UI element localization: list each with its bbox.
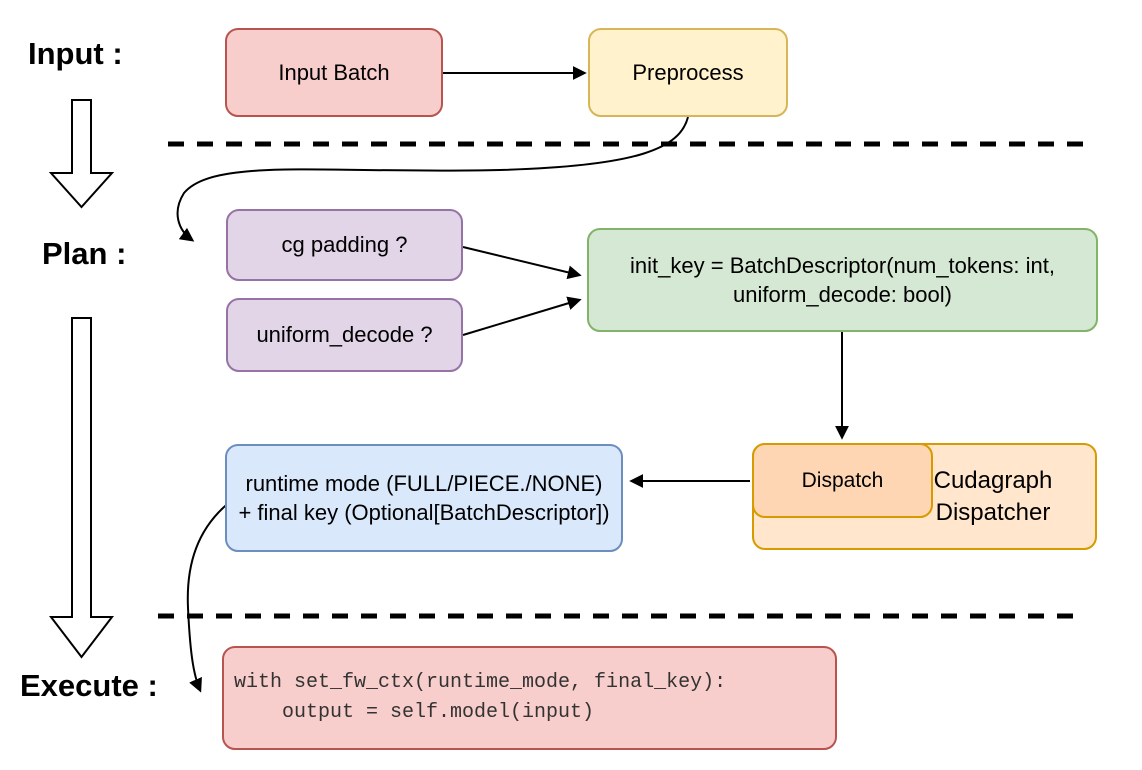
stage-label-execute: Execute : [20, 668, 158, 703]
node-runtime-result-line2: + final key (Optional[BatchDescriptor]) [238, 500, 610, 525]
node-cg-padding: cg padding ? [226, 209, 463, 281]
edge-uniformdecode-to-initkey [462, 296, 582, 336]
node-dispatch: Dispatch [752, 443, 933, 518]
stage-arrow-input-to-plan-icon [48, 99, 115, 209]
node-cudagraph-dispatcher-label: Cudagraph Dispatcher [933, 466, 1053, 526]
node-uniform-decode-label: uniform_decode ? [256, 322, 433, 348]
node-cg-padding-label: cg padding ? [281, 232, 408, 258]
node-init-key-line1: init_key = BatchDescriptor(num_tokens: i… [630, 252, 1055, 278]
edge-runtime-to-executecode [186, 500, 232, 693]
edge-preprocess-to-cgpadding [176, 116, 689, 242]
node-runtime-result: runtime mode (FULL/PIECE./NONE) + final … [225, 444, 623, 552]
node-preprocess: Preprocess [588, 28, 788, 117]
edge-cgpadding-to-initkey [462, 246, 582, 280]
node-uniform-decode: uniform_decode ? [226, 298, 463, 372]
node-input-batch-label: Input Batch [278, 59, 390, 85]
stage-label-plan: Plan : [42, 236, 127, 271]
node-dispatch-label: Dispatch [801, 468, 884, 492]
node-input-batch: Input Batch [225, 28, 443, 117]
stage-label-input: Input : [28, 36, 123, 71]
node-runtime-result-line1: runtime mode (FULL/PIECE./NONE) [245, 470, 603, 496]
node-execute-code: with set_fw_ctx(runtime_mode, final_key)… [222, 646, 837, 750]
node-init-key-line2: uniform_decode: bool) [733, 282, 952, 307]
node-execute-code-line1: with set_fw_ctx(runtime_mode, final_key)… [234, 671, 727, 694]
node-execute-code-line2: output = self.model(input) [234, 701, 595, 724]
stage-arrow-plan-to-execute-icon [48, 317, 115, 659]
node-init-key: init_key = BatchDescriptor(num_tokens: i… [587, 228, 1098, 332]
node-preprocess-label: Preprocess [632, 59, 744, 85]
